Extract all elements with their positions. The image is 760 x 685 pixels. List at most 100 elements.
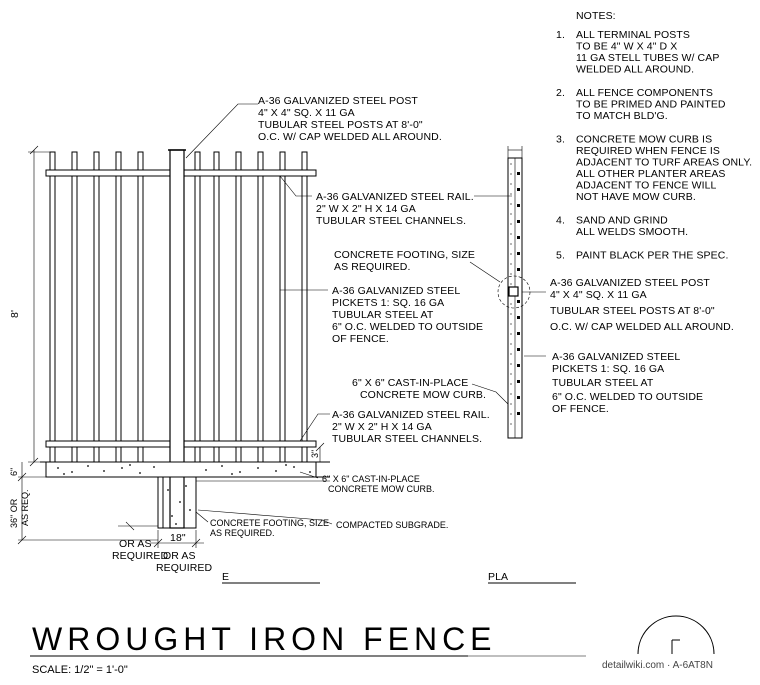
aggregate-dot <box>231 473 233 475</box>
picket <box>194 151 201 463</box>
aggregate-dot <box>510 253 512 255</box>
plan-post <box>508 286 519 297</box>
aggregate-dot <box>510 283 512 285</box>
note-line: ALL OTHER PLANTER AREAS <box>576 168 726 180</box>
aggregate-dot <box>510 373 512 375</box>
aggregate-dot <box>257 467 259 469</box>
height-dimension: 8' <box>9 310 21 318</box>
plan-picket <box>517 252 520 255</box>
plan-picket <box>517 236 520 239</box>
plan-text: CONCRETE FOOTING, SIZE AS REQUIRED. A-36… <box>334 249 734 583</box>
aggregate-dot <box>205 469 207 471</box>
aggregate-dot <box>71 471 73 473</box>
note-item: 5. PAINT BLACK PER THE SPEC. <box>556 250 728 262</box>
pickets-label: A-36 GALVANIZED STEEL PICKETS 1: SQ. 16 … <box>332 285 486 345</box>
post-label: A-36 GALVANIZED STEEL POST 4" X 4" SQ. X… <box>258 95 442 143</box>
aggregate-dot <box>309 471 311 473</box>
notes-heading: NOTES: <box>576 10 616 22</box>
aggregate-dot <box>510 183 512 185</box>
note-line: ALL FENCE COMPONENTS <box>576 87 713 99</box>
aggregate-dot <box>121 467 123 469</box>
plan-picket <box>517 188 520 191</box>
aggregate-dot <box>510 313 512 315</box>
elevation-view-title: E <box>222 571 229 583</box>
plan-post-label: A-36 GALVANIZED STEEL POST 4" X 4" SQ. X… <box>550 277 734 333</box>
plan-picket <box>517 364 520 367</box>
aggregate-dot <box>510 163 512 165</box>
aggregate-dot <box>129 464 131 466</box>
aggregate-dot <box>285 464 287 466</box>
plan-picket <box>517 268 520 271</box>
picket <box>137 151 144 463</box>
plan-pickets <box>510 163 520 425</box>
aggregate-dot <box>63 473 65 475</box>
plan-picket <box>517 220 520 223</box>
plan-picket <box>517 316 520 319</box>
bottom-rail-label: A-36 GALVANIZED STEEL RAIL. 2" W X 2" H … <box>332 409 493 445</box>
note-line: ALL TERMINAL POSTS <box>576 29 690 41</box>
aggregate-dot <box>179 501 181 503</box>
aggregate-dot <box>167 489 169 491</box>
plan-picket <box>517 396 520 399</box>
aggregate-dot <box>510 223 512 225</box>
plan-picket <box>517 204 520 207</box>
title-block <box>30 615 715 657</box>
or-required-right: OR AS REQUIRED <box>156 550 213 574</box>
width-dimension: 18" <box>170 532 186 544</box>
note-line: PAINT BLACK PER THE SPEC. <box>576 250 728 262</box>
picket <box>257 151 264 463</box>
note-line: TO MATCH BLD'G. <box>576 110 668 122</box>
note-number: 2. <box>556 87 565 99</box>
note-line: ADJACENT TO TURF AREAS ONLY. <box>576 157 752 169</box>
aggregate-dot <box>510 363 512 365</box>
aggregate-dot <box>510 323 512 325</box>
plan-footing-label: CONCRETE FOOTING, SIZE AS REQUIRED. <box>334 249 478 273</box>
note-number: 5. <box>556 250 565 262</box>
note-line: ALL WELDS SMOOTH. <box>576 226 688 238</box>
or-required-left: OR AS REQUIRED <box>112 538 169 562</box>
aggregate-dot <box>510 423 512 425</box>
top-rail-label: A-36 GALVANIZED STEEL RAIL. 2" W X 2" H … <box>316 191 477 227</box>
mow-curb <box>45 461 317 478</box>
aggregate-dot <box>510 263 512 265</box>
plan-mow-curb-label: 6" X 6" CAST-IN-PLACE CONCRETE MOW CURB. <box>352 377 486 401</box>
mow-curb-aggregate <box>57 464 311 525</box>
aggregate-dot <box>239 471 241 473</box>
note-line: CONCRETE MOW CURB IS <box>576 134 712 146</box>
plan-picket <box>517 172 520 175</box>
aggregate-dot <box>510 233 512 235</box>
footing-label: CONCRETE FOOTING, SIZE AS REQUIRED. <box>210 518 332 538</box>
aggregate-dot <box>510 413 512 415</box>
aggregate-dot <box>139 472 141 474</box>
subgrade-label: COMPACTED SUBGRADE. <box>336 520 448 530</box>
aggregate-dot <box>87 465 89 467</box>
drawing-title: WROUGHT IRON FENCE <box>32 621 497 657</box>
plan-picket <box>517 412 520 415</box>
elevation-text: A-36 GALVANIZED STEEL POST 4" X 4" SQ. X… <box>9 95 493 583</box>
note-line: TO BE PRIMED AND PAINTED <box>576 99 726 111</box>
aggregate-dot <box>510 193 512 195</box>
aggregate-dot <box>510 343 512 345</box>
aggregate-dot <box>510 403 512 405</box>
aggregate-dot <box>153 466 155 468</box>
aggregate-dot <box>510 383 512 385</box>
aggregate-dot <box>510 333 512 335</box>
aggregate-dot <box>510 173 512 175</box>
plan-picket <box>517 332 520 335</box>
picket <box>71 151 78 463</box>
aggregate-dot <box>57 467 59 469</box>
aggregate-dot <box>185 485 187 487</box>
plan-picket <box>517 348 520 351</box>
aggregate-dot <box>171 515 173 517</box>
picket <box>115 151 122 463</box>
picket <box>93 151 100 463</box>
plan-picket <box>517 380 520 383</box>
note-number: 3. <box>556 134 565 146</box>
note-line: NOT HAVE MOW CURB. <box>576 191 696 203</box>
aggregate-dot <box>510 273 512 275</box>
